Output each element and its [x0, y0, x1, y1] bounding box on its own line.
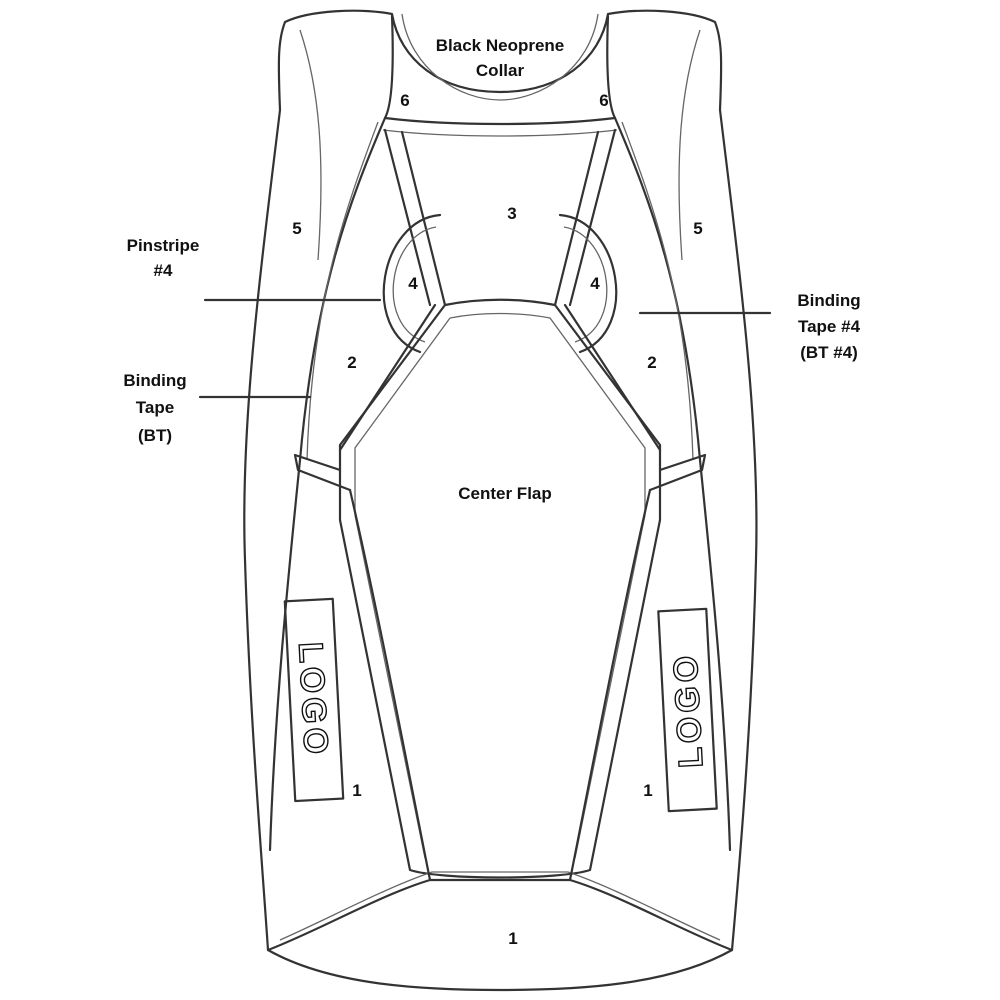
- binding-tape-label-line3: (BT): [138, 426, 172, 445]
- yoke-seam: [383, 116, 617, 126]
- side-seam-left-inner: [306, 121, 379, 461]
- pinstripe-left: [382, 213, 442, 354]
- side-seam-right-inner: [621, 121, 694, 461]
- side-strap-left: [293, 453, 352, 492]
- panel-5-right-seam: [678, 29, 701, 261]
- center-flap-outline: [338, 298, 662, 879]
- panel-2-left: 2: [347, 353, 356, 372]
- pinstripe-label-line2: #4: [154, 261, 173, 280]
- logo-box-right: LOGO: [657, 607, 718, 813]
- logo-box-right-frame: [657, 607, 718, 813]
- side-strap-right: [648, 453, 707, 492]
- bottom-panel-seam: [266, 878, 734, 952]
- side-seam-right: [606, 14, 732, 852]
- panel-1-left-seam: [348, 488, 432, 882]
- panel-1-right-seam: [568, 488, 652, 882]
- collar-seam: [401, 13, 599, 101]
- collar-label-line1: Black Neoprene: [436, 36, 565, 55]
- side-seam-left: [268, 14, 394, 852]
- panel-3: 3: [507, 204, 516, 223]
- collar-label-line2: Collar: [476, 61, 525, 80]
- panel-1-right: 1: [643, 781, 652, 800]
- center-flap-label: Center Flap: [458, 484, 552, 503]
- logo-left-text: LOGO: [291, 641, 335, 759]
- pinstripe-right-inner: [563, 226, 608, 343]
- panel-6-left: 6: [400, 91, 409, 110]
- panel-6-right: 6: [599, 91, 608, 110]
- panel-5-right: 5: [693, 219, 702, 238]
- binding-tape4-label-line2: Tape #4: [798, 317, 861, 336]
- panel-2-right: 2: [647, 353, 656, 372]
- binding-tape4-label-line1: Binding: [797, 291, 860, 310]
- binding-tape-label-line2: Tape: [136, 398, 174, 417]
- panel-5-left: 5: [292, 219, 301, 238]
- logo-box-left-frame: [283, 597, 345, 803]
- pinstripe-left-inner: [392, 226, 437, 343]
- center-flap-inner: [354, 312, 646, 859]
- pinstripe-label-line1: Pinstripe: [127, 236, 200, 255]
- panel-5-left-seam: [299, 29, 322, 261]
- yoke-seam-inner: [382, 129, 618, 137]
- panel-4-right: 4: [590, 274, 600, 293]
- panel-2-seams: [338, 303, 662, 452]
- logo-box-left: LOGO: [283, 597, 345, 803]
- binding-tape-label-line1: Binding: [123, 371, 186, 390]
- pinstripe-right: [558, 213, 618, 354]
- panel-1-bottom: 1: [508, 929, 517, 948]
- binding-tape4-label-line3: (BT #4): [800, 343, 858, 362]
- vest-outline: [243, 9, 758, 992]
- bottom-panel-seam-inner: [279, 871, 721, 941]
- panel-1-left: 1: [352, 781, 361, 800]
- logo-right-text: LOGO: [667, 651, 711, 769]
- panel-4-left: 4: [408, 274, 418, 293]
